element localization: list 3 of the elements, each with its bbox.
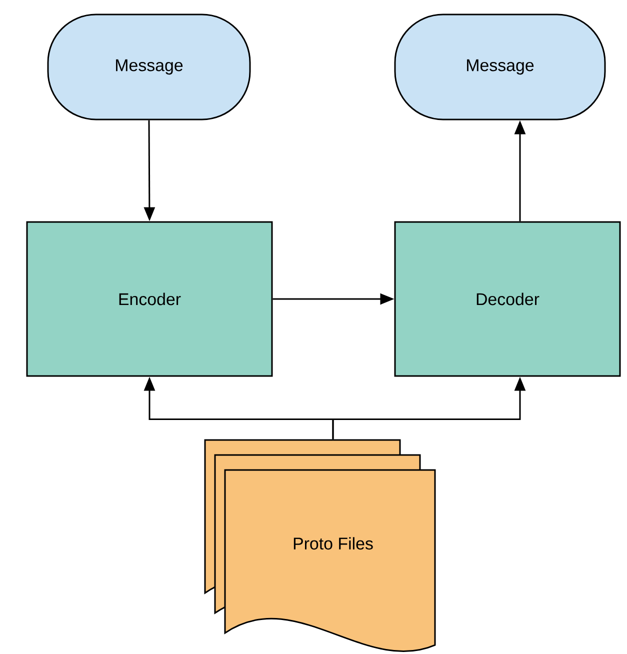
process-box: Decoder <box>394 221 621 377</box>
process-box: Encoder <box>26 221 273 377</box>
document-stack: Proto Files <box>204 439 436 652</box>
